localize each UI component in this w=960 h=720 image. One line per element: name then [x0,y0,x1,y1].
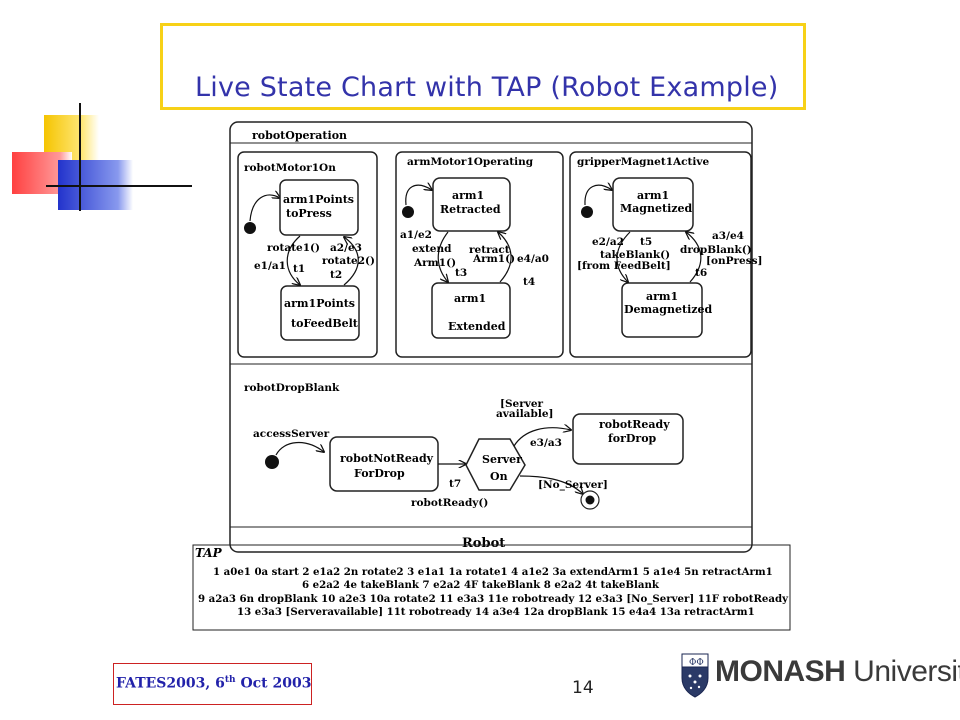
page-number: 14 [572,678,594,698]
svg-text:ΦΦ: ΦΦ [689,658,704,668]
svg-text:Arm1(): Arm1() [472,253,515,265]
robot-label: Robot [462,536,505,551]
state-arm1-magnetized [612,177,694,232]
robot-operation-frame [229,121,753,553]
svg-text:a3/e4: a3/e4 [712,230,744,242]
svg-text:t3: t3 [455,267,467,279]
state-robotready-fordrop [572,413,684,465]
svg-text:t1: t1 [293,263,305,275]
region-motor [237,151,378,358]
tap-line-4: 13 e3a3 [Serveravailable] 11t robotready… [237,606,755,618]
svg-text:[No_Server]: [No_Server] [538,479,608,492]
svg-text:gripperMagnet1Active: gripperMagnet1Active [577,156,709,168]
svg-text:e4/a0: e4/a0 [517,253,549,265]
tap-box [192,544,791,631]
svg-text:takeBlank(): takeBlank() [600,249,670,261]
svg-text:rotate1(): rotate1() [267,242,320,254]
svg-text:Magnetized: Magnetized [620,202,692,215]
state-server-on [465,438,526,491]
svg-text:toFeedBelt: toFeedBelt [291,317,359,330]
svg-text:arm1: arm1 [452,189,484,202]
robot-operation-label: robotOperation [252,129,347,142]
svg-text:e3/a3: e3/a3 [530,437,562,449]
svg-text:rotate2(): rotate2() [322,255,375,267]
gripper-initial-dot [581,206,593,218]
svg-text:ForDrop: ForDrop [354,467,405,480]
svg-text:t5: t5 [640,236,652,248]
svg-text:Arm1(): Arm1() [413,257,456,269]
svg-text:t4: t4 [523,276,535,288]
svg-text:[Server: [Server [500,398,544,410]
tap-line-3: 9 a2a3 6n dropBlank 10 a2e3 10a rotate2 … [198,593,789,606]
svg-text:available]: available] [496,408,553,420]
monash-logo-text: MONASH University [715,655,960,688]
svg-text:robotReady: robotReady [599,418,670,431]
svg-text:robotNotReady: robotNotReady [340,452,434,465]
svg-text:a2/e3: a2/e3 [330,242,362,254]
tap-line-2: 6 e2a2 4e takeBlank 7 e2a2 4F takeBlank … [302,579,660,591]
monash-crest-icon: ΦΦ [681,653,709,698]
state-arm1points-tofeedbelt [280,285,360,341]
region-arm [395,151,564,358]
svg-text:arm1: arm1 [454,292,486,305]
svg-text:e2/a2: e2/a2 [592,236,624,248]
svg-text:Demagnetized: Demagnetized [624,303,712,316]
footer-text: FATES2003, 6th Oct 2003 [116,675,312,692]
svg-text:[onPress]: [onPress] [706,255,763,267]
region-gripper [569,151,752,358]
svg-text:dropBlank(): dropBlank() [680,244,752,256]
svg-text:toPress: toPress [286,207,332,220]
motor-initial-dot [244,222,256,234]
state-arm1-demagnetized [621,282,703,338]
state-arm1-retracted [432,177,511,232]
drop-initial-dot [265,455,279,469]
svg-text:robotReady(): robotReady() [411,497,488,509]
svg-text:forDrop: forDrop [608,432,657,445]
svg-text:Server: Server [482,453,522,466]
svg-text:t7: t7 [449,478,461,490]
svg-text:[from FeedBelt]: [from FeedBelt] [577,260,671,272]
svg-text:arm1: arm1 [637,189,669,202]
svg-text:arm1: arm1 [646,290,678,303]
svg-text:arm1Points: arm1Points [284,297,355,310]
svg-text:t6: t6 [695,267,707,279]
svg-text:a1/e2: a1/e2 [400,229,432,241]
tap-heading: TAP [195,546,223,560]
footer-frame [113,663,312,705]
svg-text:On: On [490,470,508,483]
svg-text:robotDropBlank: robotDropBlank [244,382,340,394]
svg-text:Retracted: Retracted [440,203,501,216]
svg-text:retract: retract [469,244,510,256]
decorative-squares [0,95,200,225]
arm-initial-dot [402,206,414,218]
svg-text:extend: extend [412,243,452,255]
svg-text:armMotor1Operating: armMotor1Operating [407,156,534,168]
slide-title: Live State Chart with TAP (Robot Example… [195,72,779,103]
svg-text:e1/a1: e1/a1 [254,260,286,272]
state-arm1-extended [431,282,511,339]
svg-text:Extended: Extended [448,320,506,333]
svg-text:accessServer: accessServer [253,428,330,440]
svg-text:t2: t2 [330,269,342,281]
tap-line-1: 1 a0e1 0a start 2 e1a2 2n rotate2 3 e1a1… [213,566,773,578]
title-frame [160,23,806,110]
svg-text:arm1Points: arm1Points [283,193,354,206]
svg-text:robotMotor1On: robotMotor1On [244,162,336,174]
state-arm1points-topress [279,179,359,236]
